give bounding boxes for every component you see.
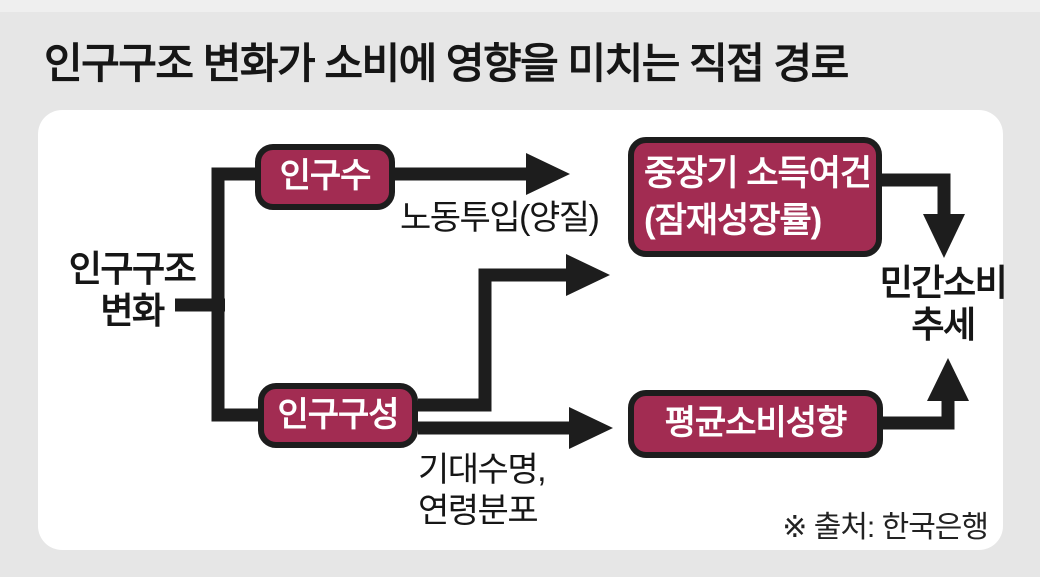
terminal-label-line2: 추세 [911,303,976,345]
connector-root-branches [211,167,260,422]
root-label-line1: 인구구조 [68,248,197,289]
arrow-composition-to-income-head [566,254,610,296]
source-note: ※ 출처: 한국은행 [782,511,989,544]
arrow-population-count-to-income-head [526,153,570,195]
arrow-propensity-to-consumption-line [883,400,955,430]
node-population-composition: 인구구성 [258,383,418,448]
node-average-consumption-propensity: 평균소비성향 [628,390,883,458]
node-population-composition-label: 인구구성 [277,395,399,434]
page-title: 인구구조 변화가 소비에 영향을 미치는 직접 경로 [44,40,849,87]
node-population-count-label: 인구수 [279,157,372,196]
connector-lines [175,153,969,449]
root-label-demographic-change: 인구구조 변화 [52,248,212,333]
diagram-panel: 인구구조 변화 인구수 인구구성 중장기 소득여건 (잠재성장률) 평균소비성향… [38,110,1008,550]
top-edge-strip [0,0,1040,12]
edge-label-labor-input: 노동투입(양질) [400,199,600,237]
terminal-label-line1: 민간소비 [879,262,1008,303]
arrow-composition-to-propensity-head [569,407,613,449]
node-income-conditions: 중장기 소득여건 (잠재성장률) [628,137,882,257]
terminal-label-private-consumption: 민간소비 추세 [838,262,1040,346]
node-income-conditions-line2: (잠재성장률) [644,201,822,240]
edge-label-life-expectancy-line: 기대수명, [418,451,547,489]
arrow-income-to-consumption-head [923,214,965,258]
edge-label-life-expectancy-age: 기대수명, 연령분포 [418,450,547,533]
arrow-propensity-to-consumption-head [927,358,969,401]
node-income-conditions-line1: 중장기 소득여건 [644,153,872,193]
node-population-count: 인구수 [255,144,395,210]
node-average-consumption-propensity-label: 평균소비성향 [664,404,848,443]
edge-label-age-distribution-line: 연령분포 [418,492,539,531]
arrow-income-to-consumption-line [882,173,951,216]
root-label-line2: 변화 [100,290,165,332]
arrow-composition-to-income-line [418,268,568,412]
